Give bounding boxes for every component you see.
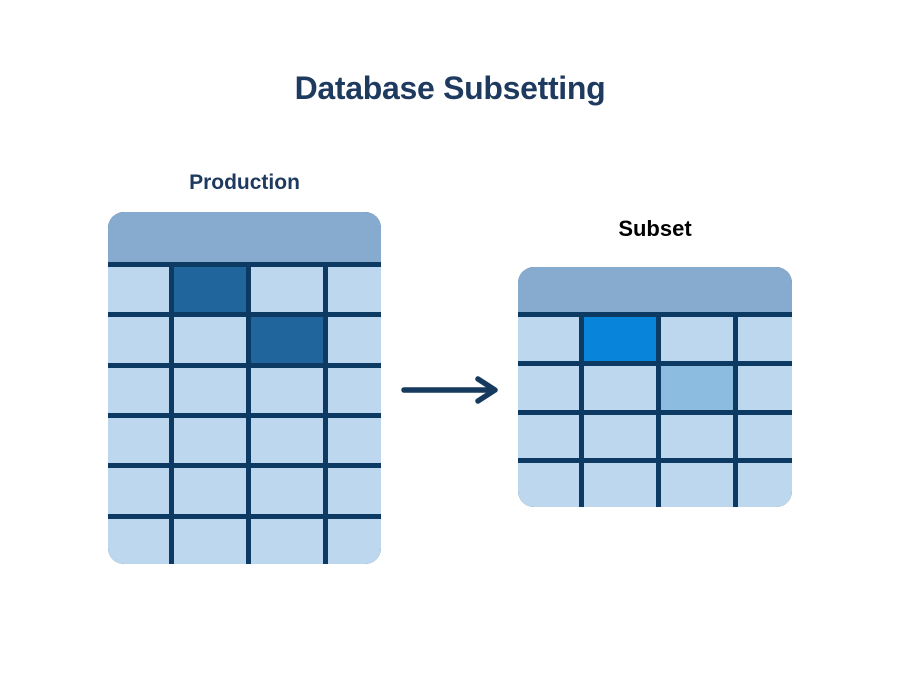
table-cell [518, 317, 579, 361]
table-cell [174, 518, 246, 564]
table-cell [738, 365, 792, 410]
table-cell [251, 417, 323, 464]
production-table-header [108, 212, 381, 262]
table-cell [108, 267, 169, 313]
table-cell [584, 317, 656, 361]
table-cell [251, 367, 323, 413]
diagram-title: Database Subsetting [294, 70, 606, 106]
table-cell [108, 367, 169, 413]
table-cell [738, 317, 792, 361]
subset-table-label: Subset [618, 216, 692, 241]
table-cell [584, 463, 656, 507]
table-cell [174, 468, 246, 514]
table-cell [584, 414, 656, 459]
table-cell [251, 317, 323, 363]
table-cell [328, 518, 381, 564]
table-cell [584, 365, 656, 410]
table-cell [328, 468, 381, 514]
table-cell [738, 463, 792, 507]
table-cell [108, 518, 169, 564]
subset-table-header [518, 267, 792, 312]
subset-table-grid [518, 317, 792, 507]
table-cell [661, 365, 733, 410]
production-table-label: Production [189, 171, 300, 194]
table-cell [174, 417, 246, 464]
production-table-grid [108, 267, 381, 564]
table-cell [328, 417, 381, 464]
production-table [108, 212, 381, 564]
table-cell [328, 267, 381, 313]
table-cell [251, 267, 323, 313]
table-cell [174, 267, 246, 313]
table-cell [174, 367, 246, 413]
table-cell [251, 518, 323, 564]
table-cell [738, 414, 792, 459]
table-cell [108, 468, 169, 514]
table-cell [518, 463, 579, 507]
table-cell [328, 317, 381, 363]
table-cell [108, 317, 169, 363]
table-cell [328, 367, 381, 413]
table-cell [251, 468, 323, 514]
table-cell [661, 414, 733, 459]
table-cell [661, 317, 733, 361]
table-cell [661, 463, 733, 507]
subset-table [518, 267, 792, 507]
table-cell [518, 414, 579, 459]
right-arrow-icon [401, 376, 498, 404]
table-cell [108, 417, 169, 464]
table-cell [518, 365, 579, 410]
table-cell [174, 317, 246, 363]
